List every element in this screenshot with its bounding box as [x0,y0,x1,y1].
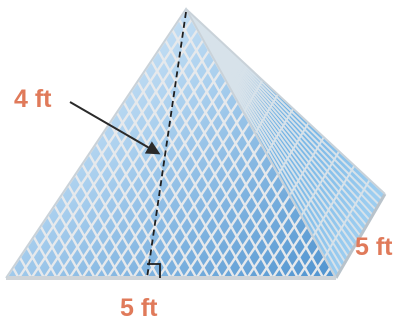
lattice-bar [254,93,279,134]
lattice-bar [300,150,340,217]
pyramid-back-edge [185,8,386,195]
lattice-bar [271,9,336,278]
lattice-bar [6,9,20,278]
side-face-lattice [186,9,385,278]
lattice-bar [231,65,249,93]
base-side-label: 5 ft [355,233,393,261]
base-front-label: 5 ft [120,294,158,322]
lattice-bar [196,22,203,31]
lattice-bar [288,136,325,196]
lattice-bar [265,108,295,155]
lattice-bar [258,9,336,278]
lattice-bar [219,51,233,72]
lattice-bar [312,165,356,238]
slant-height-line [146,11,187,279]
lattice-bar [323,179,371,258]
lattice-bar [242,79,264,113]
lattice-bar [6,9,8,278]
slant-height-label: 4 ft [14,85,52,113]
lattice-bar [246,9,336,278]
lattice-bar [208,36,218,51]
slant-height-arrow [69,101,161,155]
base-edge-side [334,193,387,279]
lattice-bar [6,9,71,278]
lattice-bar [277,122,310,176]
lattice-bar [6,9,33,278]
right-angle-marker [147,263,161,278]
